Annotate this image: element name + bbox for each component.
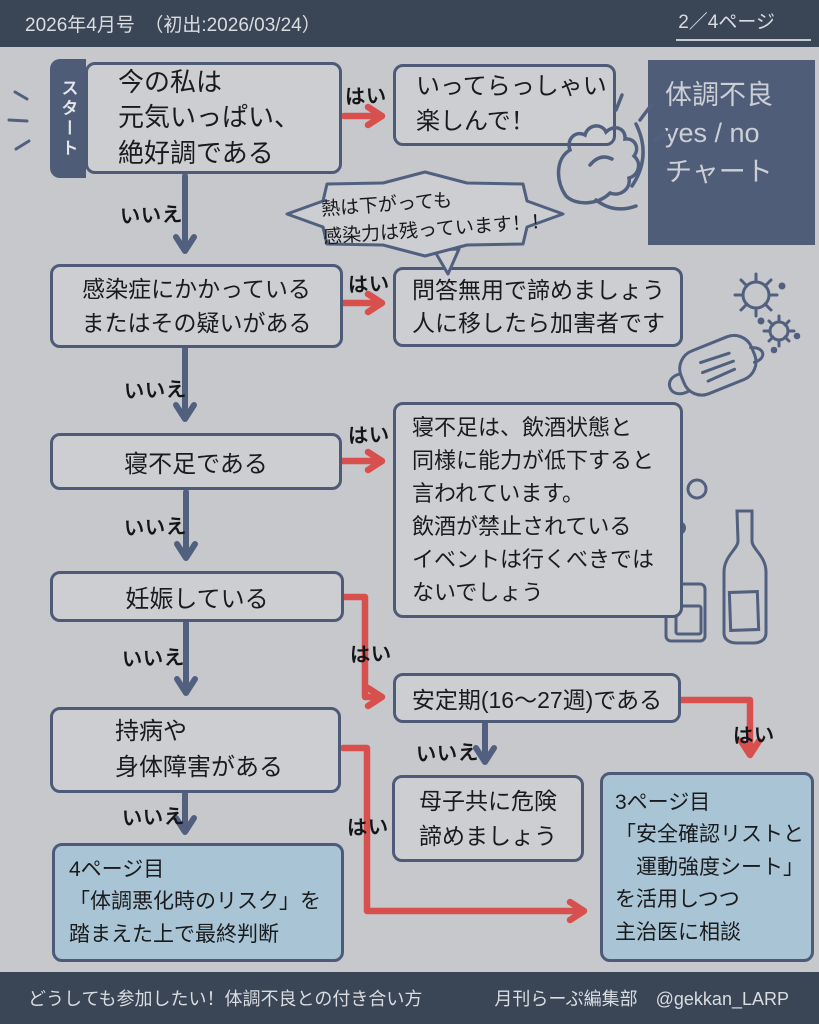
label-no-infection: いいえ [123,378,188,404]
node-result-go-enjoy: いってらっしゃい 楽しんで！ [393,64,616,146]
label-no-pregnant: いいえ [121,646,186,672]
header-bar: 2026年4月号 （初出:2026/03/24） 2／4ページ [0,0,819,47]
label-yes-stable: はい [732,724,776,748]
label-yes-sleep: はい [347,424,391,448]
label-no-chronic: いいえ [121,805,186,831]
label-no-sleep: いいえ [123,515,188,541]
label-yes-pregnant: はい [349,643,393,667]
issue-label: 2026年4月号 （初出:2026/03/24） [25,15,321,36]
label-no-start: いいえ [119,203,184,229]
node-result-sleep-warning: 寝不足は、飲酒状態と 同様に能力が低下すると 言われています。 飲酒が禁止されて… [393,402,683,618]
start-tab: スタート [50,59,86,178]
emphasis-dashes [7,90,31,151]
node-result-page4: 4ページ目 「体調悪化時のリスク」を 踏まえた上で最終判断 [52,843,344,962]
node-question-pregnant: 妊娠している [50,571,344,622]
label-yes-infection: はい [347,273,391,297]
footer-credit: 月刊らーぷ編集部 @gekkan_LARP [494,989,789,1009]
footer-bar: どうしても参加したい！体調不良との付き合い方 月刊らーぷ編集部 @gekkan_… [0,972,819,1024]
label-yes-start: はい [344,85,388,109]
chart-title: 体調不良 yes / no チャート [648,60,815,245]
label-yes-chronic: はい [346,816,390,840]
footer-title: どうしても参加したい！体調不良との付き合い方 [28,989,423,1009]
node-question-sleep: 寝不足である [50,433,342,490]
node-result-mother-child-danger: 母子共に危険 諦めましょう [392,775,584,862]
node-question-start: 今の私は 元気いっぱい、 絶好調である [85,62,342,174]
virus-icon [733,272,801,354]
node-question-stable-period: 安定期(16〜27週)である [393,673,681,723]
node-result-give-up-infection: 問答無用で諦めましょう 人に移したら加害者です [393,267,683,347]
node-result-page3: 3ページ目 「安全確認リストと 運動強度シート」 を活用しつつ 主治医に相談 [600,772,814,962]
label-no-stable: いいえ [415,741,480,767]
page-number: 2／4ページ [676,7,811,41]
bottle-icon [722,509,768,645]
bubble-note: 熱は下がっても 感染力は残っています！！ [320,190,551,248]
node-question-chronic-illness: 持病や 身体障害がある [50,707,341,793]
node-question-infection: 感染症にかかっている またはその疑いがある [50,264,343,348]
